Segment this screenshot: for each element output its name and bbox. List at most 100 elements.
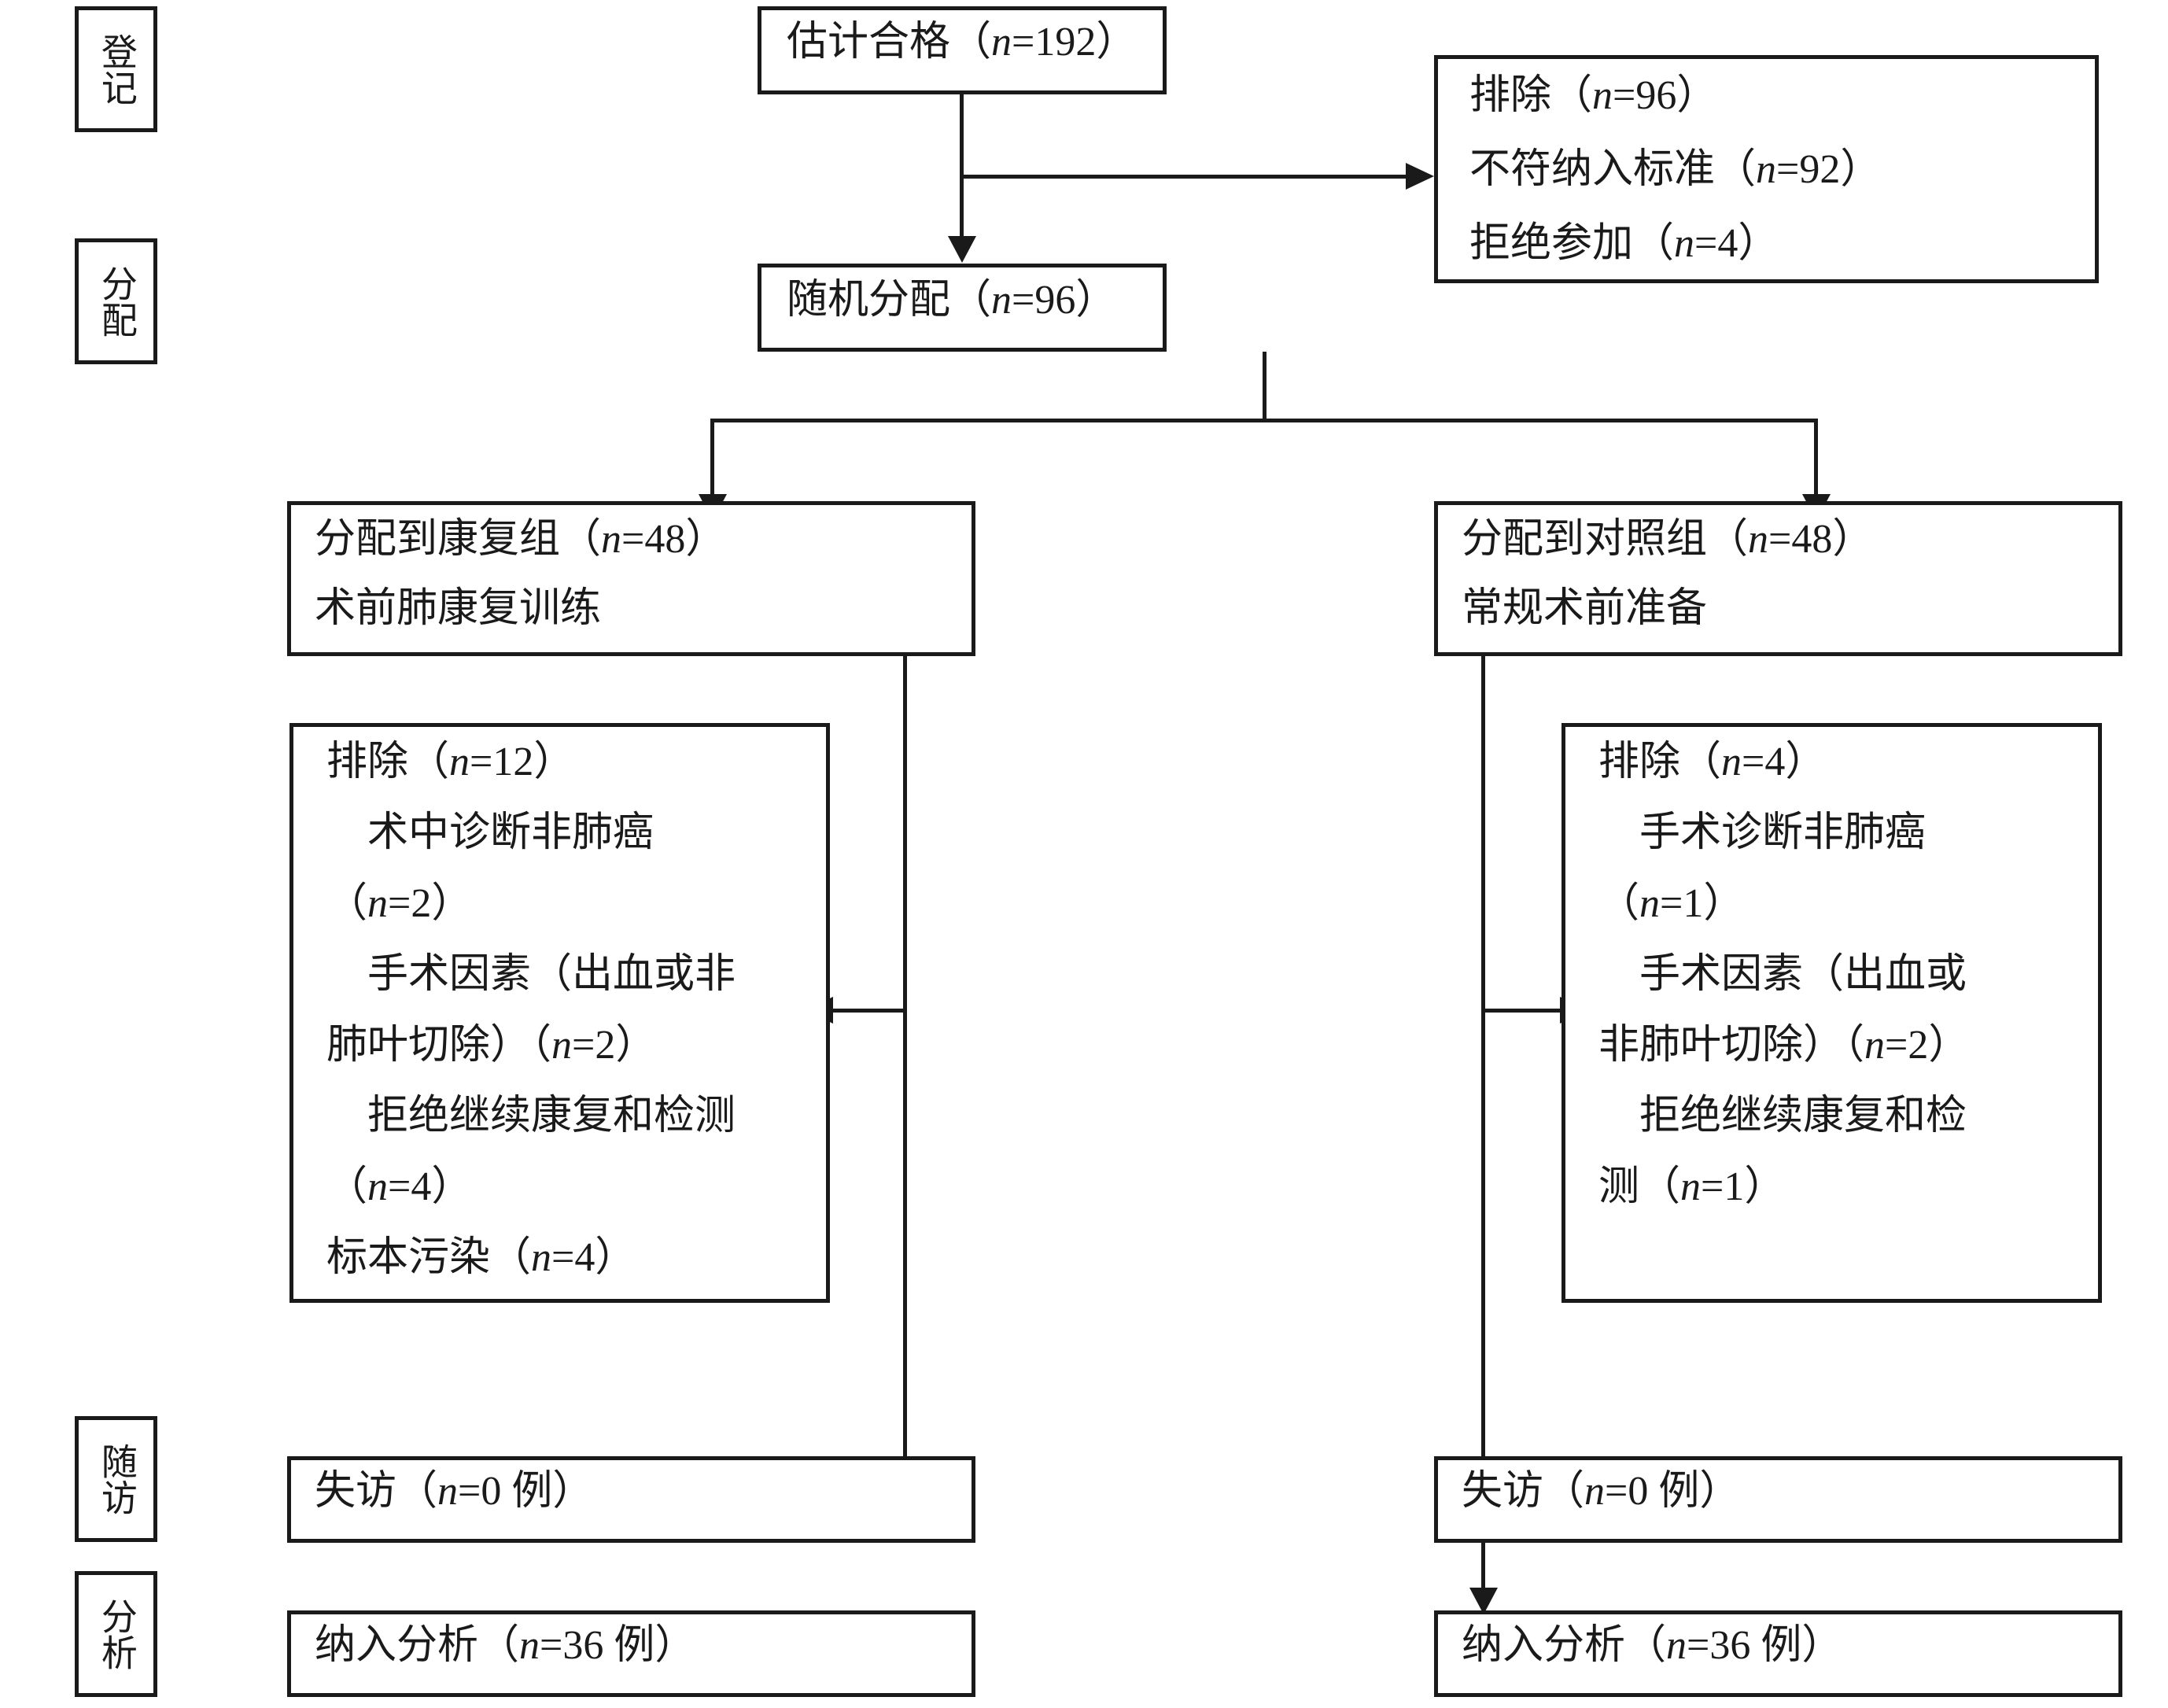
text-run: =0 例） [458,1469,594,1514]
node-excluded-left-line-6: 拒绝继续康复和检测 [326,1090,736,1143]
text-run: 拒绝继续康复和检测 [326,1094,736,1138]
n-symbol: n [367,1164,389,1209]
text-run: =4） [1742,740,1827,784]
text-run: （ [326,1164,368,1209]
node-excluded-left-line-5: 肺叶切除）（n=2） [326,1019,656,1072]
node-excluded-left [289,723,830,1303]
n-symbol: n [1680,1164,1702,1209]
n-symbol: n [1756,147,1777,192]
node-allocation-right-line-1: 分配到对照组（n=48） [1462,513,1873,566]
node-excluded-enrollment-line-3: 拒绝参加（n=4） [1469,217,1779,271]
n-symbol: n [367,881,389,926]
text-run: 失访（ [315,1469,438,1514]
node-lost-left [287,1456,975,1543]
text-run: =2） [572,1023,657,1068]
node-lost-right [1434,1456,2122,1543]
text-run: =1） [1660,881,1745,926]
text-run: 手术因素（出血或 [1598,952,1967,997]
text-run: 纳入分析（ [315,1623,520,1668]
node-excluded-enrollment [1434,55,2099,283]
n-symbol: n [601,517,622,562]
text-run: 分配到对照组（ [1462,517,1749,562]
node-excluded-left-line-8: 标本污染（n=4） [326,1231,636,1285]
n-symbol: n [519,1623,540,1668]
text-run: =96） [1613,73,1718,118]
node-eligible-line-1: 估计合格（n=192） [787,16,1156,69]
text-run: 拒绝参加（ [1469,221,1675,266]
text-run: =48） [621,517,727,562]
text-run: =0 例） [1605,1469,1741,1514]
n-symbol: n [1584,1469,1606,1514]
node-excluded-right-line-1: 排除（n=4） [1598,736,1826,789]
text-run: =96） [1012,278,1117,323]
connector-eligible-down [960,94,964,240]
text-run: 分配到康复组（ [315,517,602,562]
text-run: 非肺叶切除）（ [1598,1023,1865,1068]
node-excluded-left-line-1: 排除（n=12） [326,736,574,789]
arrowhead-to-randomized [948,236,976,263]
text-run: 手术因素（出血或非 [326,952,736,997]
connector-right-to-excluded [1485,1009,1560,1013]
node-allocation-left [287,501,975,656]
n-symbol: n [1666,1623,1687,1668]
node-excluded-enrollment-line-2: 不符纳入标准（n=92） [1469,143,1881,197]
n-symbol: n [551,1023,573,1068]
text-run: =36 例） [1687,1623,1843,1668]
node-excluded-right-line-5: 非肺叶切除）（n=2） [1598,1019,1969,1072]
text-run: 拒绝继续康复和检 [1598,1094,1967,1138]
stage-label-followup: 随访 [75,1416,157,1542]
text-run: 估计合格（ [787,20,992,65]
connector-eligible-to-excluded [960,175,1406,179]
node-excluded-right-line-2: 手术诊断非肺癌 [1598,806,1926,860]
n-symbol: n [991,278,1012,323]
stage-label-allocation-text: 分配 [96,265,137,338]
n-symbol: n [1864,1023,1886,1068]
n-symbol: n [1674,221,1695,266]
connector-split-left-down [710,419,714,497]
text-run: =2） [388,881,473,926]
text-run: 标本污染（ [326,1235,532,1280]
text-run: =92） [1776,147,1882,192]
n-symbol: n [531,1235,552,1280]
node-analyzed-right [1434,1610,2122,1697]
text-run: 肺叶切除）（ [326,1023,552,1068]
node-excluded-left-line-7: （n=4） [326,1160,472,1214]
node-lost-left-line-1: 失访（n=0 例） [315,1465,593,1518]
node-excluded-left-line-4: 手术因素（出血或非 [326,948,736,1002]
stage-label-allocation: 分配 [75,238,157,364]
text-run: =2） [1885,1023,1970,1068]
node-excluded-right-line-7: 测（n=1） [1598,1160,1785,1214]
node-excluded-right-line-6: 拒绝继续康复和检 [1598,1090,1967,1143]
node-eligible [758,6,1167,94]
text-run: =4） [551,1235,636,1280]
text-run: 术中诊断非肺癌 [326,810,654,855]
text-run: 随机分配（ [787,278,992,323]
text-run: =192） [1012,20,1137,65]
text-run: =4） [388,1164,473,1209]
stage-label-analysis: 分析 [75,1571,157,1697]
stage-label-enrollment: 登记 [75,6,157,132]
text-run: 排除（ [326,740,450,784]
node-excluded-left-line-3: （n=2） [326,877,472,931]
node-excluded-right-line-4: 手术因素（出血或 [1598,948,1967,1002]
n-symbol: n [991,20,1012,65]
n-symbol: n [1592,73,1613,118]
node-randomized [758,264,1167,352]
connector-lost-right-to-analyzed [1481,1543,1485,1592]
text-run: （ [1598,881,1640,926]
node-excluded-right [1561,723,2102,1303]
connector-left-spine [903,656,907,1460]
stage-label-enrollment-text: 登记 [96,33,137,105]
text-run: 排除（ [1598,740,1722,784]
node-excluded-enrollment-line-1: 排除（n=96） [1469,69,1717,123]
node-excluded-right-line-3: （n=1） [1598,877,1744,931]
text-run: 常规术前准备 [1462,586,1708,631]
connector-split-horizontal [710,419,1818,422]
stage-label-followup-text: 随访 [96,1443,137,1515]
n-symbol: n [1639,881,1661,926]
text-run: 测（ [1598,1164,1681,1209]
node-analyzed-right-line-1: 纳入分析（n=36 例） [1462,1619,1842,1673]
node-allocation-right-line-2: 常规术前准备 [1462,582,1707,636]
text-run: =48） [1768,517,1874,562]
